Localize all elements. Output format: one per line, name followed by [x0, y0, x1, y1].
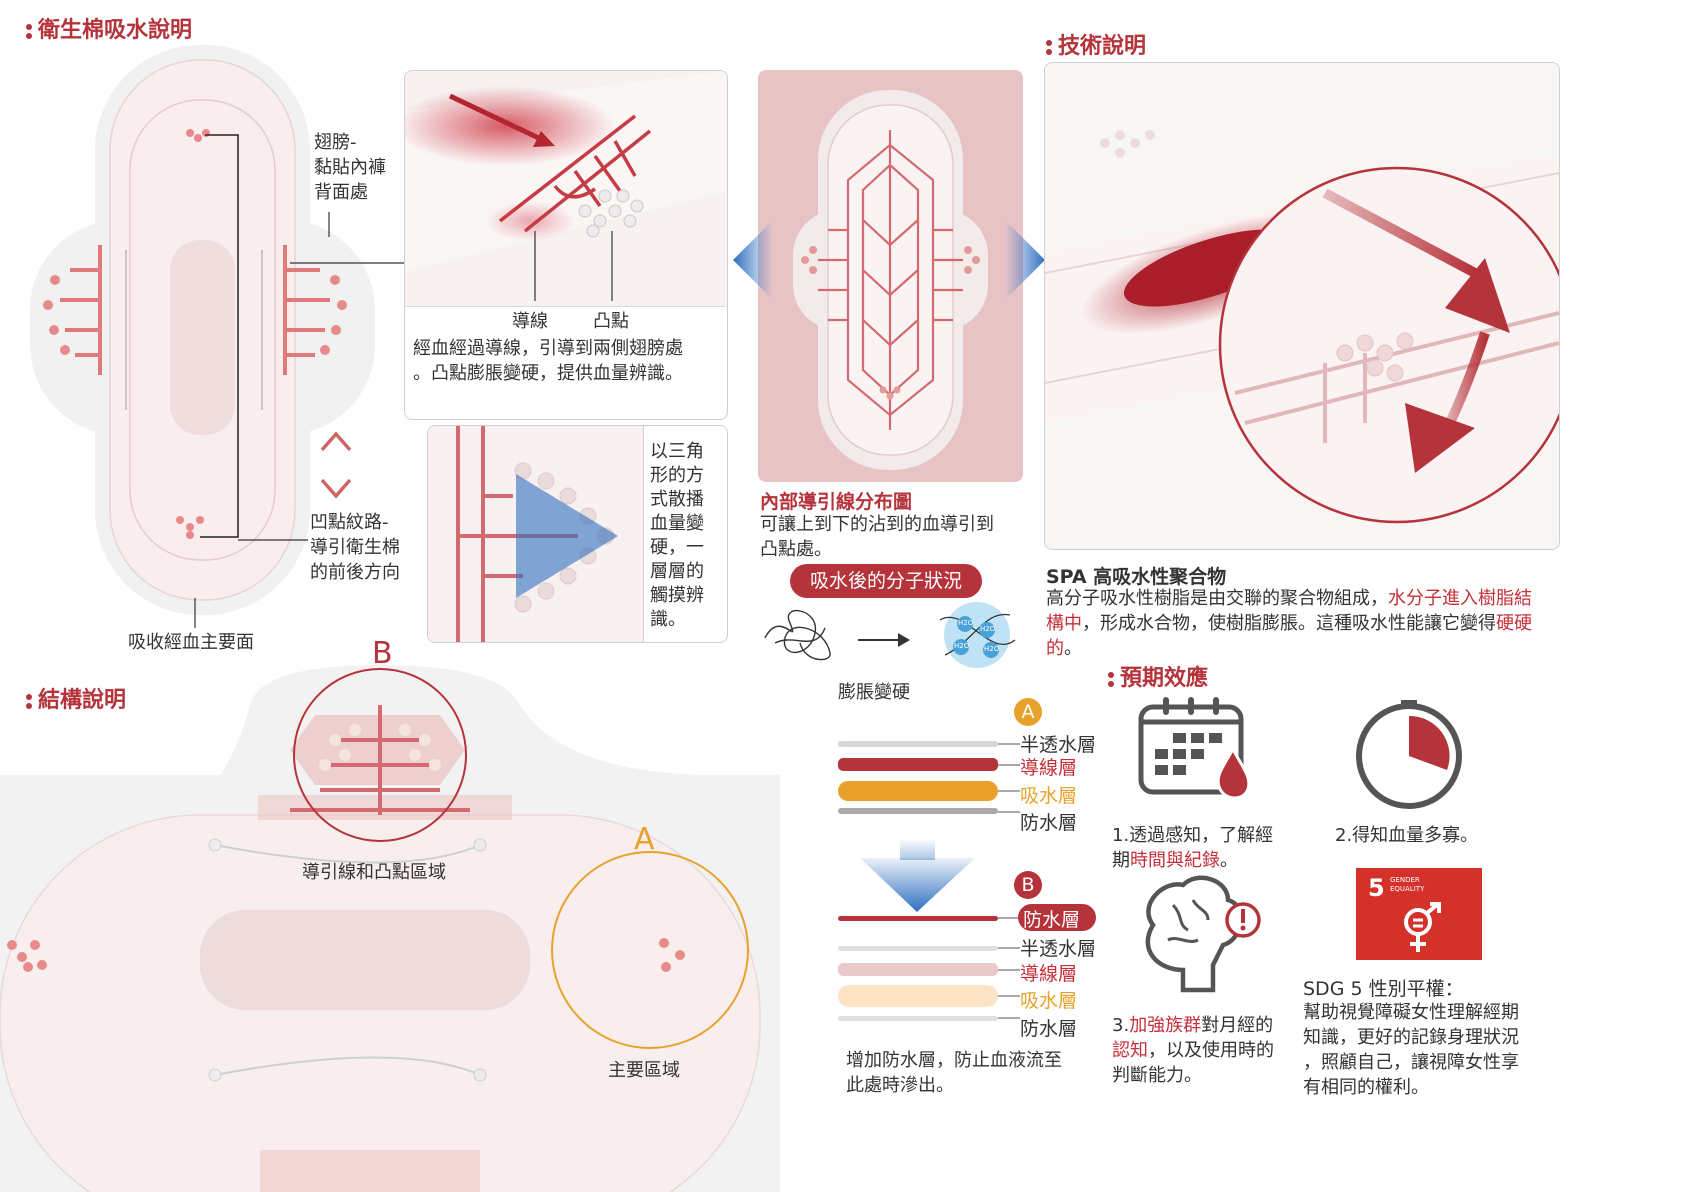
layer-bar-guide-line — [838, 963, 998, 976]
layer-a-label-1: 半透水層 — [1020, 734, 1097, 756]
calendar-blood-icon — [1138, 697, 1251, 800]
layer-bar-waterproof-new — [838, 916, 998, 921]
layer-bar-semi-permeable — [838, 946, 998, 951]
wing-label: 翅膀- 黏貼內褲 背面處 — [314, 132, 386, 203]
layer-a-marker: A — [1014, 698, 1042, 726]
polymer-tangle-icon — [764, 609, 831, 661]
layer-bar-semi-permeable — [838, 741, 998, 747]
panel-divider — [643, 426, 644, 642]
layer-caption: 增加防水層，防止血液流至 此處時滲出。 — [846, 1050, 1062, 1096]
gender-equality-icon — [1404, 902, 1441, 952]
absorb-section-title: 衛生棉吸水說明 — [26, 12, 192, 44]
tech-section-title: 技術說明 — [1046, 28, 1146, 60]
bullet-dots-icon — [1108, 669, 1114, 690]
pad-structure-illustration — [0, 665, 780, 1192]
h2o-label: H2O — [954, 642, 970, 650]
distribution-title: 內部導引線分布圖 — [760, 491, 913, 513]
sdg-text-2: EQUALITY — [1390, 885, 1425, 893]
bullet-dots-icon — [26, 691, 32, 712]
layer-bar-absorbent — [838, 781, 998, 801]
bump-dot-label: 凸點 — [593, 311, 629, 332]
effect-1-text: 1.透過感知，了解經 期時間與紀錄。 — [1112, 825, 1274, 871]
layer-b-label-1: 防水層 — [1023, 909, 1081, 931]
effect-section-title: 預期效應 — [1108, 660, 1208, 692]
layer-a-leaders — [998, 743, 1020, 813]
effect-2-text: 2.得知血量多寡。 — [1335, 825, 1479, 846]
dot-leader-line — [238, 539, 308, 541]
layer-bar-waterproof — [838, 1016, 998, 1021]
up-down-chevrons-icon — [320, 431, 352, 499]
wing-leader-tick — [328, 212, 330, 237]
layer-a-label-3: 吸水層 — [1020, 785, 1078, 807]
bullet-dots-icon — [1046, 37, 1052, 58]
spa-title: SPA 高吸水性聚合物 — [1046, 566, 1227, 588]
spa-description: 高分子吸水性樹脂是由交聯的聚合物組成，水分子進入樹脂結構中，形成水合物，使樹脂膨… — [1046, 588, 1532, 659]
swollen-molecule-icon — [939, 602, 1016, 668]
distribution-description: 可讓上到下的沾到的血導引到 凸點處。 — [760, 514, 994, 560]
h2o-label: H2O — [980, 625, 996, 633]
guide-dot-area-label: 導引線和凸點區域 — [302, 862, 446, 883]
brain-alert-icon — [1145, 875, 1261, 993]
sanitary-pad-top-view — [30, 45, 375, 615]
triangle-spread-panel: 以三角 形的方 式散播 血量變 硬，一 層層的 觸摸辨 識。 — [427, 425, 728, 643]
main-face-label: 吸收經血主要面 — [128, 632, 254, 653]
guide-line-closeup-image — [405, 71, 727, 307]
layer-b-label-4: 吸水層 — [1020, 990, 1078, 1012]
triangle-description: 以三角 形的方 式散播 血量變 硬，一 層層的 觸摸辨 識。 — [650, 441, 704, 630]
effect-3-text: 3.加強族群對月經的 認知，以及使用時的 判斷能力。 — [1112, 1015, 1274, 1086]
layer-b-label-3: 導線層 — [1020, 963, 1078, 985]
timer-gauge-icon — [1356, 700, 1462, 809]
layer-a-label-2: 導線層 — [1020, 757, 1078, 779]
layer-a-label-4: 防水層 — [1020, 812, 1078, 834]
main-area-label: 主要區域 — [608, 1060, 680, 1081]
layer-bar-waterproof — [838, 808, 998, 814]
main-face-leader-line — [194, 598, 196, 628]
spa-absorption-image — [1045, 63, 1559, 549]
swell-harden-caption: 膨脹變硬 — [838, 682, 910, 703]
highlight-pill — [1018, 904, 1096, 931]
sdg-number: 5 — [1368, 874, 1385, 902]
area-b-marker: B — [372, 636, 393, 671]
sdg5-badge: 5 GENDER EQUALITY — [1356, 868, 1482, 960]
layer-bar-absorbent — [838, 985, 998, 1007]
triangle-spread-image — [428, 426, 643, 642]
zoom-description: 經血經過導線，引導到兩側翅膀處 。凸點膨脹變硬，提供血量辨識。 — [413, 338, 683, 384]
h2o-label: H2O — [958, 619, 974, 627]
wing-leader-line — [290, 262, 405, 264]
layer-b-marker: B — [1014, 871, 1042, 899]
tech-illustration-panel — [1044, 62, 1560, 550]
layer-bar-guide-line — [838, 758, 998, 771]
sdg-text-1: GENDER — [1390, 876, 1420, 884]
arrow-right-icon — [858, 633, 910, 647]
guide-line-label: 導線 — [512, 311, 548, 332]
dot-pattern-label: 凹點紋路- 導引衛生棉 的前後方向 — [310, 512, 400, 583]
area-a-marker: A — [634, 822, 655, 857]
internal-guide-line-diagram — [733, 70, 1045, 482]
layer-b-label-2: 半透水層 — [1020, 938, 1097, 960]
sdg-title: SDG 5 性別平權： — [1303, 978, 1464, 1000]
structure-section-title: 結構說明 — [26, 682, 126, 714]
zoom-label-leaders — [534, 231, 613, 301]
zoom-detail-panel: 導線 凸點 經血經過導線，引導到兩側翅膀處 。凸點膨脹變硬，提供血量辨識。 — [404, 70, 728, 420]
sdg-description: 幫助視覺障礙女性理解經期 知識，更好的記錄身理狀況 ，照顧自己，讓視障女性享 有… — [1303, 1002, 1519, 1098]
h2o-label: H2O — [984, 645, 1000, 653]
molecule-state-pill: 吸水後的分子狀況 — [790, 564, 982, 598]
layer-transition-arrow-icon — [860, 840, 975, 912]
layer-b-label-5: 防水層 — [1020, 1018, 1078, 1040]
bullet-dots-icon — [26, 21, 32, 42]
layer-b-leaders — [998, 917, 1020, 1019]
